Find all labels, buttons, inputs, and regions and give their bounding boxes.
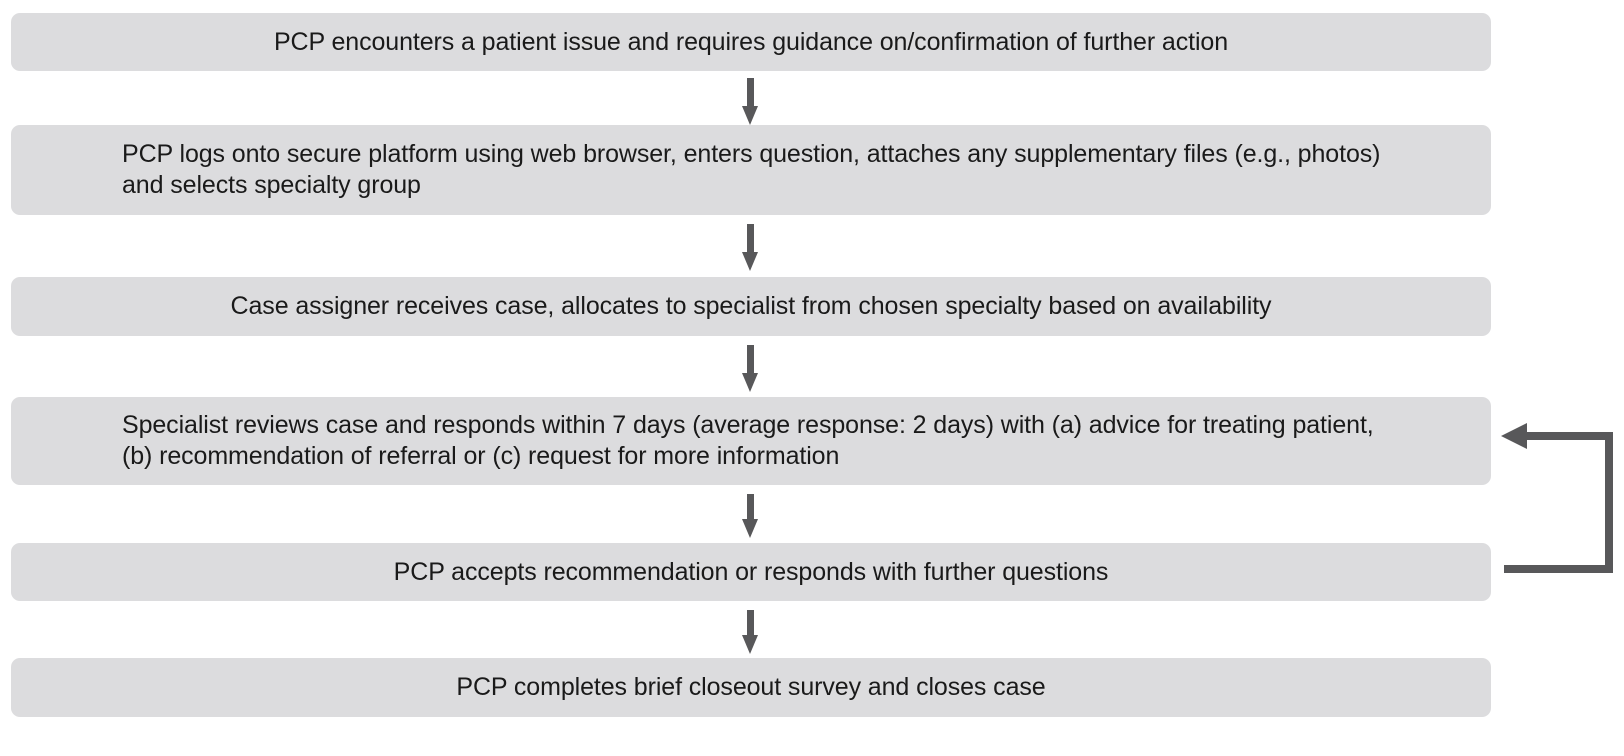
feedback-loop-bottom-segment xyxy=(1504,565,1613,573)
flow-node-step-6: PCP completes brief closeout survey and … xyxy=(11,658,1491,717)
flow-node-step-5-label: PCP accepts recommendation or responds w… xyxy=(393,557,1109,586)
flow-node-step-3: Case assigner receives case, allocates t… xyxy=(11,277,1491,336)
down-arrow-icon-5 xyxy=(742,610,758,654)
flow-node-step-3-label: Case assigner receives case, allocates t… xyxy=(230,292,1272,320)
flow-node-step-1-label: PCP encounters a patient issue and requi… xyxy=(273,27,1229,56)
flow-node-step-5: PCP accepts recommendation or responds w… xyxy=(11,543,1491,601)
feedback-loop-vertical-segment xyxy=(1605,432,1613,573)
down-arrow-icon-2 xyxy=(742,224,758,271)
down-arrow-icon-1 xyxy=(742,78,758,125)
flow-node-step-1: PCP encounters a patient issue and requi… xyxy=(11,13,1491,71)
down-arrow-icon-3 xyxy=(742,345,758,392)
flow-node-step-6-label: PCP completes brief closeout survey and … xyxy=(456,673,1046,701)
feedback-loop-top-segment xyxy=(1527,432,1609,440)
feedback-loop-arrowhead-icon xyxy=(1501,423,1527,449)
down-arrow-icon-4 xyxy=(742,494,758,538)
flow-node-step-2-label: PCP logs onto secure platform using web … xyxy=(122,140,1381,199)
flow-node-step-4: Specialist reviews case and responds wit… xyxy=(11,397,1491,485)
flow-node-step-2: PCP logs onto secure platform using web … xyxy=(11,125,1491,215)
flow-node-step-4-label: Specialist reviews case and responds wit… xyxy=(122,411,1374,470)
